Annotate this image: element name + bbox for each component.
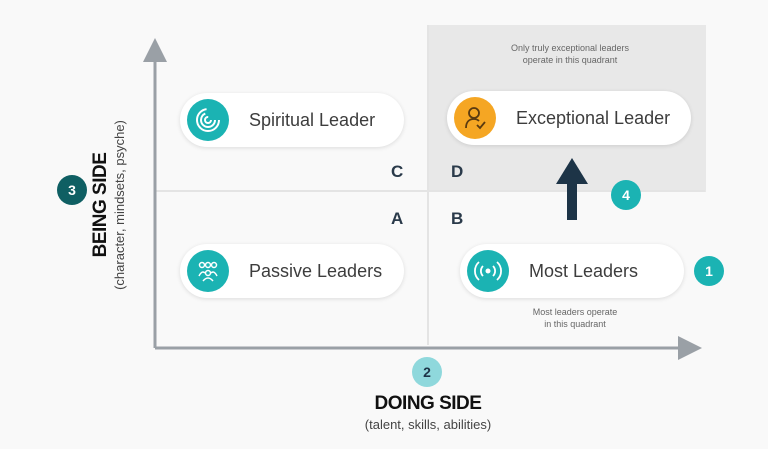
quadrant-letter-c: C — [391, 162, 404, 181]
quadrant-letter-d: D — [451, 162, 464, 181]
x-axis-title: DOING SIDE — [374, 393, 482, 414]
most-note-line2: in this quadrant — [544, 319, 606, 329]
quadrant-letter-b: B — [451, 209, 464, 228]
badge-3: 3 — [57, 175, 87, 205]
person-check-icon — [454, 97, 496, 139]
spiritual-leader-pill: Spiritual Leader — [180, 93, 404, 147]
up-arrow-head — [556, 158, 588, 184]
x-axis-subtitle: (talent, skills, abilities) — [364, 417, 492, 432]
y-axis-title: BEING SIDE — [90, 152, 111, 258]
group-icon — [187, 250, 229, 292]
y-axis-arrowhead — [143, 38, 167, 62]
badge-2: 2 — [412, 357, 442, 387]
most-leaders-pill: Most Leaders — [460, 244, 684, 298]
spiral-icon — [187, 99, 229, 141]
exceptional-leader-label: Exceptional Leader — [516, 107, 671, 128]
broadcast-icon — [467, 250, 509, 292]
y-axis-label-group: BEING SIDE (character, mindsets, psyche) — [90, 55, 130, 355]
passive-leaders-pill: Passive Leaders — [180, 244, 404, 298]
quadrant-letter-a: A — [391, 209, 404, 228]
horizontal-divider — [155, 190, 705, 192]
x-axis-arrowhead — [678, 336, 702, 360]
spiritual-leader-label: Spiritual Leader — [249, 109, 376, 130]
exceptional-note-line2: operate in this quadrant — [522, 55, 618, 65]
exceptional-leader-pill: Exceptional Leader — [447, 91, 691, 145]
y-axis-subtitle: (character, mindsets, psyche) — [112, 120, 127, 290]
badge-4: 4 — [611, 180, 641, 210]
most-note: Most leaders operate in this quadrant — [510, 306, 640, 330]
up-arrow-shaft — [567, 180, 577, 220]
most-note-line1: Most leaders operate — [532, 307, 618, 317]
badge-1: 1 — [694, 256, 724, 286]
vertical-divider — [427, 25, 429, 345]
exceptional-note: Only truly exceptional leaders operate i… — [495, 42, 645, 66]
most-leaders-label: Most Leaders — [529, 260, 639, 281]
exceptional-note-line1: Only truly exceptional leaders — [510, 43, 630, 53]
passive-leaders-label: Passive Leaders — [249, 260, 383, 281]
